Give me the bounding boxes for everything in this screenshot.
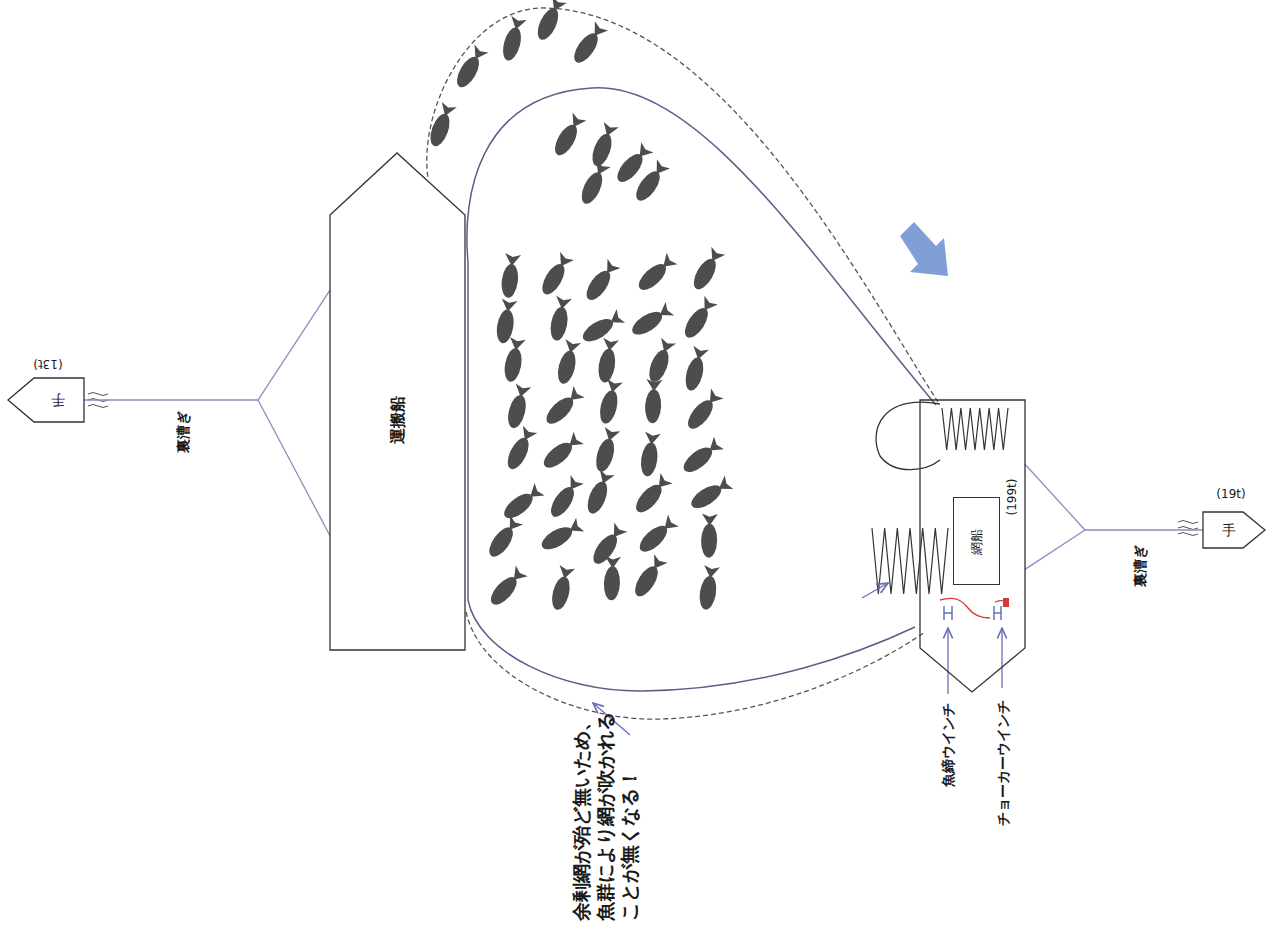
winch-cable [940, 598, 990, 618]
choker-winch-symbol [994, 606, 1001, 620]
edge-label: 裏漕ぎ [1132, 545, 1149, 587]
boat-name: 手 [1222, 522, 1236, 539]
fish [593, 427, 620, 474]
hauling-arrow [900, 222, 948, 276]
bridle-leg [258, 400, 330, 536]
fish [632, 473, 673, 517]
fish [551, 113, 587, 159]
ship-name: 運搬船 [388, 396, 407, 444]
fish [538, 518, 584, 554]
fish [578, 160, 611, 207]
fish [505, 383, 531, 430]
tow-line [84, 290, 330, 400]
label-leader [1001, 628, 1002, 688]
edge-label: 裏漕ぎ [175, 411, 192, 453]
fish [697, 565, 719, 611]
purse-net [467, 88, 936, 691]
fish [542, 386, 585, 428]
fish [502, 337, 526, 383]
fish [549, 565, 575, 612]
net-pile-stroke [872, 528, 948, 594]
choker-winch-drum [1003, 598, 1009, 607]
net-ship: (199t) 網船 [920, 400, 1025, 692]
fish [589, 122, 619, 169]
fish [689, 247, 725, 293]
ship-name: 網船 [969, 529, 985, 555]
fish [631, 554, 668, 600]
fish [579, 309, 625, 346]
net-pile-stroke [942, 408, 1008, 450]
fish [540, 432, 584, 472]
fish [485, 515, 523, 560]
fish [639, 432, 661, 478]
fish [596, 338, 619, 384]
fish [597, 379, 623, 426]
fish [680, 437, 724, 477]
tonnage: (13t) [33, 357, 62, 371]
fish [582, 259, 621, 304]
fish [603, 556, 621, 601]
fish [503, 426, 537, 473]
fish [684, 388, 724, 432]
fish [427, 102, 457, 149]
fish [495, 298, 518, 344]
fish [548, 296, 572, 342]
fish [500, 253, 521, 299]
net-arrow [862, 583, 888, 598]
fish [680, 296, 717, 342]
fish [500, 16, 527, 63]
fish [453, 45, 489, 91]
rope-wave [88, 393, 1198, 536]
fish-school [427, 0, 734, 612]
fish [635, 515, 678, 556]
label-leader [947, 628, 948, 694]
fish [632, 159, 670, 204]
winch-cable [995, 601, 1008, 603]
fish [688, 475, 734, 512]
fish [486, 565, 527, 608]
dashed-net-line [466, 612, 925, 719]
tonnage: (19t) [1216, 487, 1245, 501]
fish [589, 523, 627, 568]
tow-line [1025, 464, 1203, 530]
dashed-net-line [427, 8, 938, 402]
fish [534, 0, 567, 43]
net-curl [876, 402, 940, 469]
fish [546, 475, 584, 521]
fish [570, 21, 608, 66]
fish [500, 483, 544, 523]
carrier-ship: 運搬船 [330, 153, 465, 650]
boat-name: 手 [51, 392, 65, 409]
fish [584, 469, 615, 516]
fish-winch-symbol [944, 606, 952, 620]
fish [682, 346, 708, 393]
fish [701, 514, 718, 558]
note-text: 余剰網が殆ど無いため、魚群により網が吹かれることが無くなる！ [569, 709, 641, 921]
tonnage: (199t) [1005, 479, 1019, 516]
fish [629, 302, 675, 339]
tug-boat: 手(13t) [8, 378, 84, 422]
net-pile [872, 408, 1008, 594]
fish [635, 253, 678, 295]
fish [538, 252, 574, 298]
fish [645, 338, 676, 385]
winch-label: 魚締ウインチ [940, 703, 957, 787]
fish [555, 339, 581, 386]
node-outline [8, 378, 84, 422]
net-ship-cabin: 網船 [953, 497, 1000, 585]
tug-boat: 手(19t) [1203, 512, 1265, 548]
fish [644, 379, 662, 424]
winch-label: チョーカーウインチ [995, 700, 1012, 826]
bridle-leg [1025, 530, 1085, 569]
